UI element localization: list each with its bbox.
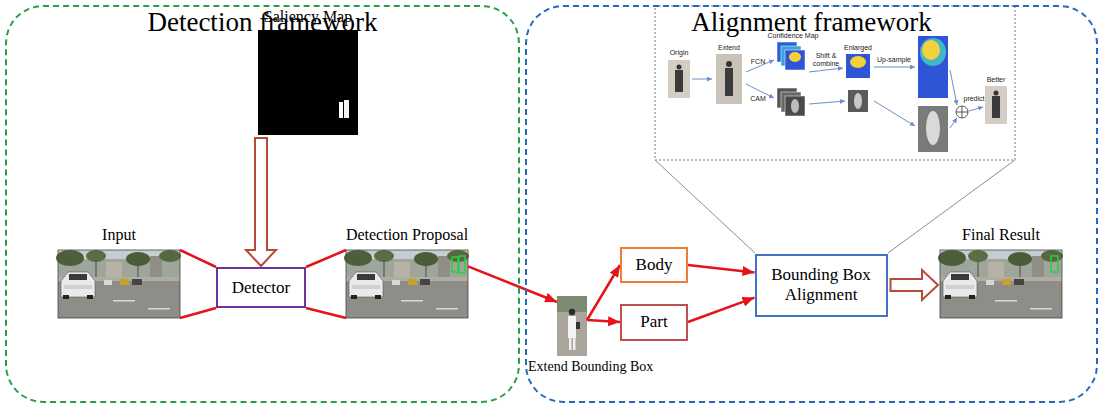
image-frame: [940, 250, 1062, 318]
image-panel: Final Result: [932, 226, 1070, 319]
region-title: Detection framework: [7, 7, 518, 38]
inset-label: predict: [963, 95, 984, 103]
image-caption: Extend Bounding Box: [528, 359, 616, 394]
process-box: Detector: [216, 267, 306, 308]
inset-label: CAM: [750, 95, 766, 103]
box-label: Part: [640, 312, 667, 332]
process-box: Part: [620, 304, 688, 341]
inset-label: Extend: [718, 44, 740, 52]
enlarged-map: [846, 54, 870, 78]
image-panel: Extend Bounding Box: [528, 294, 616, 398]
inset-label: FCN: [751, 58, 765, 66]
image-frame: [58, 250, 180, 318]
input-image: [56, 250, 181, 318]
inset-label: Shift & combine: [808, 52, 844, 67]
arrow-connector: [688, 298, 755, 322]
proposal-image: [344, 250, 469, 318]
fan-connector: [180, 250, 216, 318]
inset-label: Confidence Map: [768, 32, 819, 40]
box-label: Bounding Box Alignment: [762, 265, 881, 304]
process-box: Body: [620, 247, 688, 283]
hollow-arrow: [246, 138, 276, 266]
arrow-connector: [587, 265, 620, 320]
cam-stack: [777, 88, 805, 116]
pedestrian-crop: [557, 296, 587, 356]
image-caption: Detection Proposal: [333, 226, 481, 244]
upsampled-cam: [918, 106, 948, 152]
arrow-connector: [468, 266, 557, 302]
upsampled-map: [918, 36, 948, 98]
framework-region: Saliency MapInputDetectorDetection Propo…: [5, 5, 520, 403]
image-frame: [557, 296, 587, 356]
inset-label: Better: [987, 76, 1006, 84]
box-label: Body: [636, 255, 673, 275]
arrow-connector: [587, 320, 620, 322]
framework-region: Extend Bounding Box BodyPart Bounding Box …: [525, 5, 1098, 403]
image-frame: [346, 250, 468, 318]
image-panel: Input: [50, 226, 188, 319]
inset-label: Up-sample: [877, 56, 911, 64]
thumbnail: [716, 54, 742, 104]
inset-label: Origin: [670, 49, 689, 57]
confidence-stack: [777, 42, 805, 70]
image-frame: [258, 30, 358, 135]
image-caption: Input: [50, 226, 188, 244]
inset-label: Enlarged: [844, 44, 872, 52]
hollow-arrow: [891, 270, 939, 300]
saliency-map-image: [258, 30, 358, 135]
image-panel: Detection Proposal: [333, 226, 481, 319]
process-box: Bounding Box Alignment: [755, 254, 888, 317]
final-image: [938, 250, 1063, 318]
thumbnail: [985, 86, 1007, 124]
box-label: Detector: [232, 278, 291, 298]
fan-connector: [306, 250, 346, 318]
thumbnail: [668, 60, 690, 98]
sum-symbol: [956, 106, 968, 118]
arrow-connector: [688, 265, 755, 272]
image-caption: Final Result: [932, 226, 1070, 244]
zoom-lines: [655, 160, 1015, 253]
enlarged-cam: [848, 90, 868, 112]
